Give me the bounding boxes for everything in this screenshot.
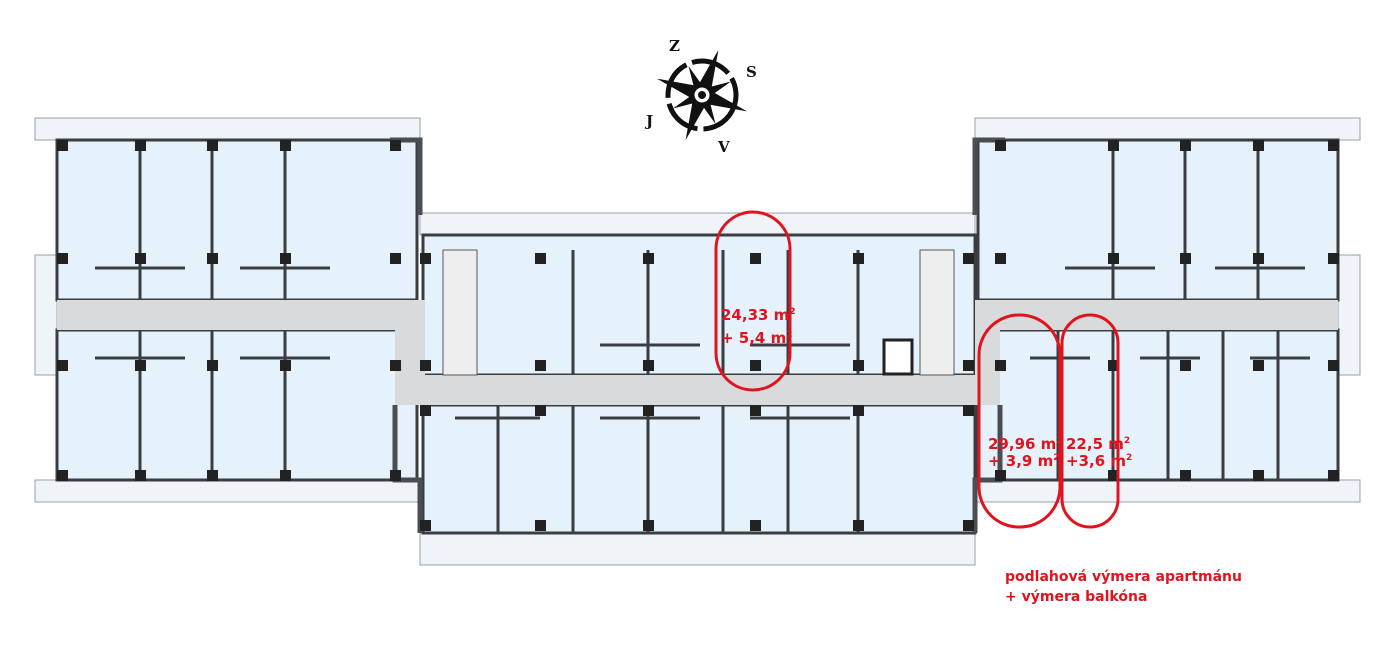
column (535, 253, 546, 264)
column (750, 405, 761, 416)
column (207, 470, 218, 481)
column (57, 253, 68, 264)
column (1180, 360, 1191, 371)
column (963, 520, 974, 531)
column (57, 470, 68, 481)
column (420, 405, 431, 416)
column (963, 360, 974, 371)
column (57, 360, 68, 371)
column (280, 470, 291, 481)
highlight-ellipses (714, 210, 1120, 529)
column (280, 253, 291, 264)
column (57, 140, 68, 151)
column (135, 140, 146, 151)
column (1253, 360, 1264, 371)
column (280, 140, 291, 151)
column (390, 140, 401, 151)
column (1253, 140, 1264, 151)
column (750, 360, 761, 371)
column (1180, 253, 1191, 264)
legend-line: podlahová výmera apartmánu (1005, 569, 1242, 585)
column (1108, 470, 1119, 481)
column (1108, 360, 1119, 371)
column (535, 360, 546, 371)
highlight-ellipse (977, 313, 1062, 529)
column (995, 140, 1006, 151)
area-annotation: 29,96 m2 + 3,9 m2 (988, 435, 1063, 470)
area-annotation: 24,33 m2 + 5,4 m2 (721, 306, 796, 347)
column (135, 253, 146, 264)
column (1108, 253, 1119, 264)
column (853, 405, 864, 416)
column (390, 253, 401, 264)
column (995, 470, 1006, 481)
column (643, 405, 654, 416)
compass-label-east: S (746, 63, 757, 81)
column (1328, 140, 1339, 151)
column (1180, 140, 1191, 151)
column (995, 360, 1006, 371)
column (750, 253, 761, 264)
area-annotation: 22,5 m2 +3,6 m2 (1066, 435, 1133, 470)
highlight-ellipse (714, 210, 792, 392)
column (135, 470, 146, 481)
column (390, 360, 401, 371)
column (1328, 253, 1339, 264)
column (207, 253, 218, 264)
column (1328, 470, 1339, 481)
columns (57, 140, 1339, 531)
column (207, 360, 218, 371)
column (420, 520, 431, 531)
column (420, 360, 431, 371)
column (535, 520, 546, 531)
column (963, 405, 974, 416)
column (1328, 360, 1339, 371)
column (750, 520, 761, 531)
balconies (34, 117, 1361, 566)
elevator (882, 338, 914, 376)
compass-rose-icon (656, 49, 748, 141)
column (963, 253, 974, 264)
column (280, 360, 291, 371)
column (390, 470, 401, 481)
compass-label-west: V (718, 138, 730, 156)
column (643, 253, 654, 264)
column (853, 360, 864, 371)
column (853, 520, 864, 531)
compass-label-south: J (646, 112, 654, 130)
column (1108, 140, 1119, 151)
compass-label-north: Z (669, 37, 680, 55)
highlight-ellipse (1060, 313, 1120, 529)
column (135, 360, 146, 371)
partition-walls (95, 140, 1310, 533)
column (995, 253, 1006, 264)
column (643, 520, 654, 531)
column (420, 253, 431, 264)
stairwells (442, 249, 955, 376)
column (207, 140, 218, 151)
column (1253, 253, 1264, 264)
legend-line: + výmera balkóna (1005, 589, 1148, 605)
column (853, 253, 864, 264)
column (1253, 470, 1264, 481)
column (643, 360, 654, 371)
column (1180, 470, 1191, 481)
rooms (55, 138, 1340, 535)
column (535, 405, 546, 416)
legend: podlahová výmera apartmánu + výmera balk… (1005, 567, 1242, 607)
